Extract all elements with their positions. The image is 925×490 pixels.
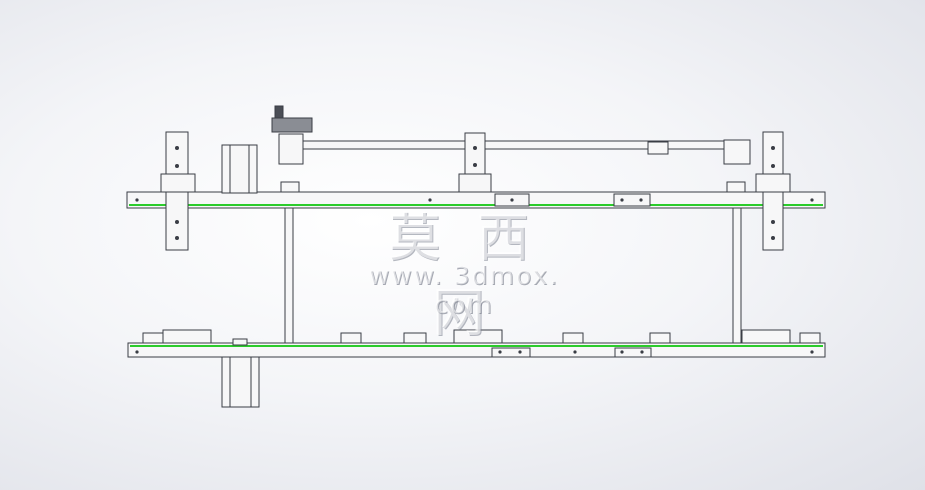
bottom-clamp-7 xyxy=(649,332,671,344)
shaft-collar-right xyxy=(726,181,746,193)
bottom-clamp-4 xyxy=(403,332,427,344)
bottom-clamp-1 xyxy=(142,332,164,344)
left-tall-block xyxy=(221,144,258,194)
lower-left-block xyxy=(221,356,260,408)
shaft-coupling-right xyxy=(723,139,751,165)
bottom-clamp-2 xyxy=(162,329,212,344)
small-clamp-right-top xyxy=(647,141,669,155)
top-cross-bar xyxy=(281,140,751,150)
center-support-plate xyxy=(464,132,486,179)
watermark-url: www. 3dmox. com xyxy=(368,261,560,319)
right-vertical-shaft xyxy=(732,189,742,349)
mounting-holes xyxy=(135,146,814,354)
left-vertical-shaft xyxy=(284,189,294,349)
bottom-clamp-3 xyxy=(340,332,362,344)
bottom-shaft-collar xyxy=(232,338,248,346)
bottom-rail-joint-1 xyxy=(491,347,531,358)
shaft-coupling-left xyxy=(278,133,304,165)
hand-wheel-knob xyxy=(274,105,284,119)
rail-joint-2 xyxy=(613,193,651,207)
bottom-clamp-9 xyxy=(799,332,821,344)
bottom-clamp-6 xyxy=(562,332,584,344)
bottom-clamp-5 xyxy=(453,329,503,344)
shaft-collar-left xyxy=(280,181,300,193)
bottom-clamp-8 xyxy=(741,329,791,344)
watermark-brand: 莫 西 网 xyxy=(388,209,540,344)
bracket-center xyxy=(458,173,492,193)
bracket-left xyxy=(160,173,196,193)
bottom-rail-joint-2 xyxy=(614,347,652,358)
bracket-right xyxy=(755,173,791,193)
hand-wheel xyxy=(271,117,313,133)
